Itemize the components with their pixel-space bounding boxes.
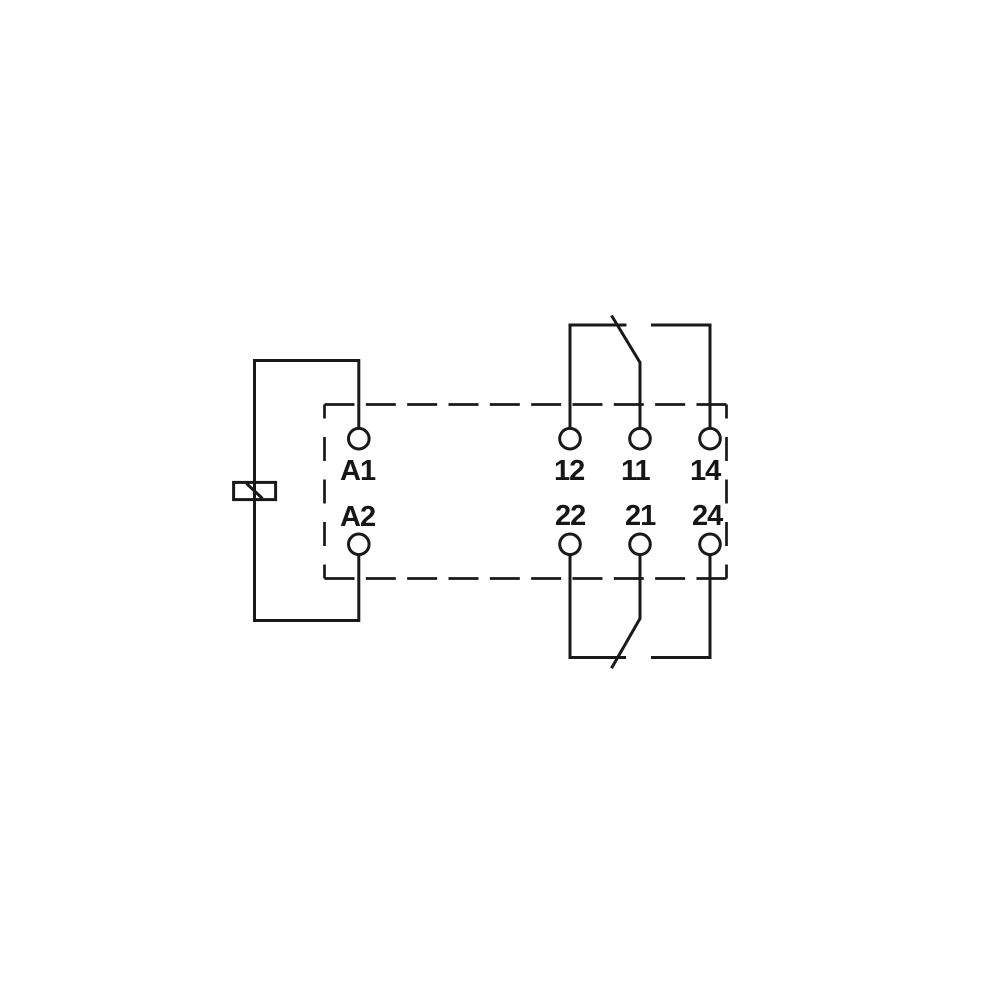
svg-text:24: 24 [692,500,723,532]
svg-text:21: 21 [625,500,656,532]
svg-text:14: 14 [690,455,721,487]
svg-text:22: 22 [555,500,585,532]
svg-text:12: 12 [554,455,584,487]
svg-text:A2: A2 [340,501,375,533]
svg-text:11: 11 [621,455,651,487]
svg-text:A1: A1 [340,455,376,487]
